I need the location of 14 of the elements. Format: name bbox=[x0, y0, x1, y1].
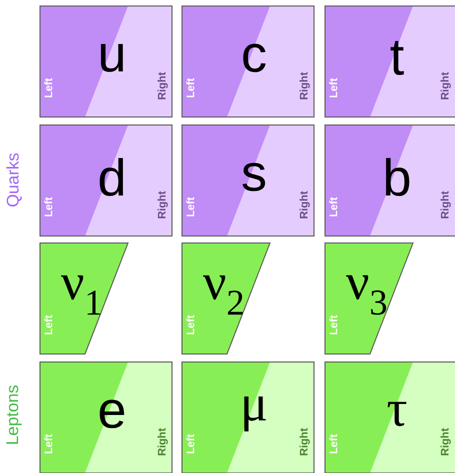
particle-tile: s Left Right bbox=[182, 124, 314, 236]
particle-tile: ν$_{3}$ Left bbox=[324, 242, 414, 354]
particle-tile: τ Left Right bbox=[324, 362, 455, 473]
particle-tile: b Left Right bbox=[324, 124, 455, 236]
particle-tile: μ Left Right bbox=[182, 362, 314, 473]
particle-tile: ν$_{2}$ Left bbox=[182, 242, 271, 354]
particle-tile: c Left Right bbox=[182, 6, 314, 118]
group-label: Quarks bbox=[6, 153, 22, 206]
particle-tile: u Left Right bbox=[40, 6, 172, 118]
particle-tile: e Left Right bbox=[40, 362, 172, 473]
particle-tile: d Left Right bbox=[40, 124, 172, 236]
particle-tile: t Left Right bbox=[324, 6, 455, 118]
particle-tile: ν$_{1}$ Left bbox=[40, 242, 129, 354]
group-label: Leptons bbox=[6, 385, 22, 444]
